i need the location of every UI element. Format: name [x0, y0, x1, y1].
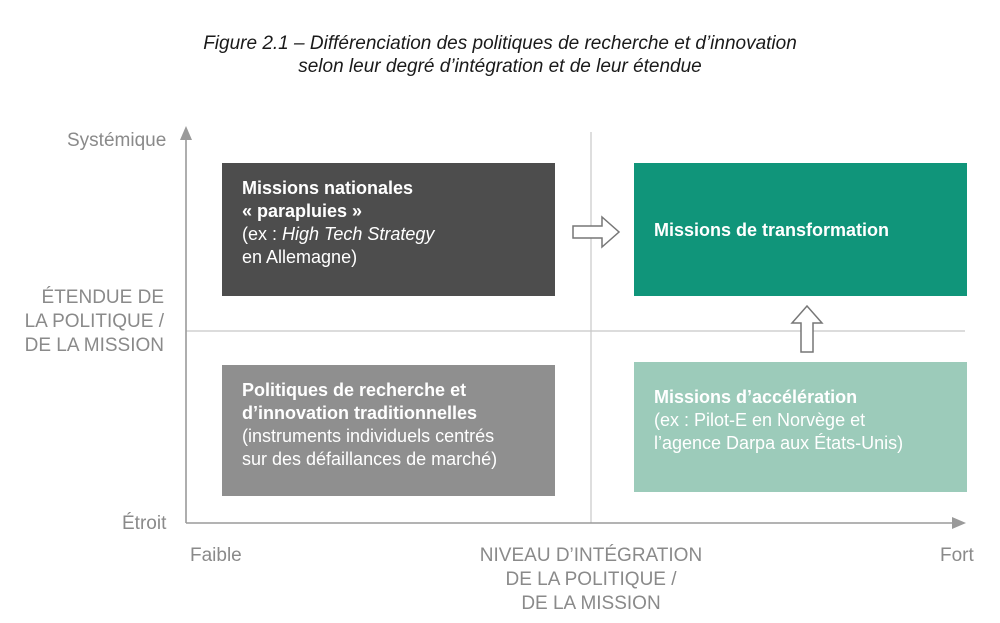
- umbrella-heading-line-2: « parapluies »: [242, 201, 363, 221]
- traditional-sub-line-1: (instruments individuels centrés: [242, 426, 495, 446]
- figure-title: Figure 2.1 – Différenciation des politiq…: [0, 32, 1000, 78]
- x-axis-title-line-2: DE LA POLITIQUE /: [505, 569, 677, 590]
- arrow-right-icon: [572, 215, 621, 249]
- quadrant-transformation-missions: Missions de transformation: [634, 163, 967, 296]
- traditional-sub-line-2: sur des défaillances de marché): [242, 449, 498, 469]
- y-axis-bottom-label: Étroit: [122, 513, 167, 534]
- traditional-heading-line-1: Politiques de recherche et: [242, 380, 467, 400]
- umbrella-heading-line-1: Missions nationales: [242, 178, 414, 198]
- x-axis-left-label: Faible: [190, 545, 242, 566]
- figure-title-line-1: Figure 2.1 – Différenciation des politiq…: [203, 33, 797, 54]
- y-axis-title-line-1: ÉTENDUE DE: [41, 287, 164, 308]
- umbrella-example-line-2: en Allemagne): [242, 247, 358, 267]
- x-axis-title-line-3: DE LA MISSION: [521, 593, 661, 614]
- umbrella-example-name: High Tech Strategy: [282, 224, 435, 244]
- figure-title-line-2: selon leur degré d’intégration et de leu…: [298, 56, 702, 77]
- x-axis-title: NIVEAU D’INTÉGRATION DE LA POLITIQUE / D…: [441, 544, 741, 616]
- acceleration-sub-line-2: l’agence Darpa aux États-Unis): [654, 433, 904, 453]
- arrow-up-icon: [790, 304, 824, 353]
- y-axis-arrowhead: [180, 126, 192, 140]
- quadrant-umbrella-missions: Missions nationales « parapluies » (ex :…: [222, 163, 555, 296]
- umbrella-example-line-1: (ex : High Tech Strategy: [242, 223, 535, 246]
- x-axis-title-line-1: NIVEAU D’INTÉGRATION: [479, 545, 703, 566]
- x-axis-right-label: Fort: [940, 545, 974, 566]
- quadrant-acceleration-missions: Missions d’accélération (ex : Pilot-E en…: [634, 362, 967, 492]
- umbrella-example-prefix: (ex :: [242, 224, 283, 244]
- y-axis-title-line-3: DE LA MISSION: [24, 335, 164, 356]
- acceleration-heading: Missions d’accélération: [654, 387, 858, 407]
- acceleration-sub-line-1: (ex : Pilot-E en Norvège et: [654, 410, 866, 430]
- y-axis-top-label: Systémique: [67, 130, 167, 151]
- y-axis-title: ÉTENDUE DE LA POLITIQUE / DE LA MISSION: [20, 286, 164, 358]
- traditional-heading-line-2: d’innovation traditionnelles: [242, 403, 478, 423]
- x-axis-arrowhead: [952, 517, 966, 529]
- y-axis-title-line-2: LA POLITIQUE /: [24, 311, 164, 332]
- quadrant-traditional-policies: Politiques de recherche et d’innovation …: [222, 365, 555, 496]
- transformation-heading: Missions de transformation: [654, 220, 890, 240]
